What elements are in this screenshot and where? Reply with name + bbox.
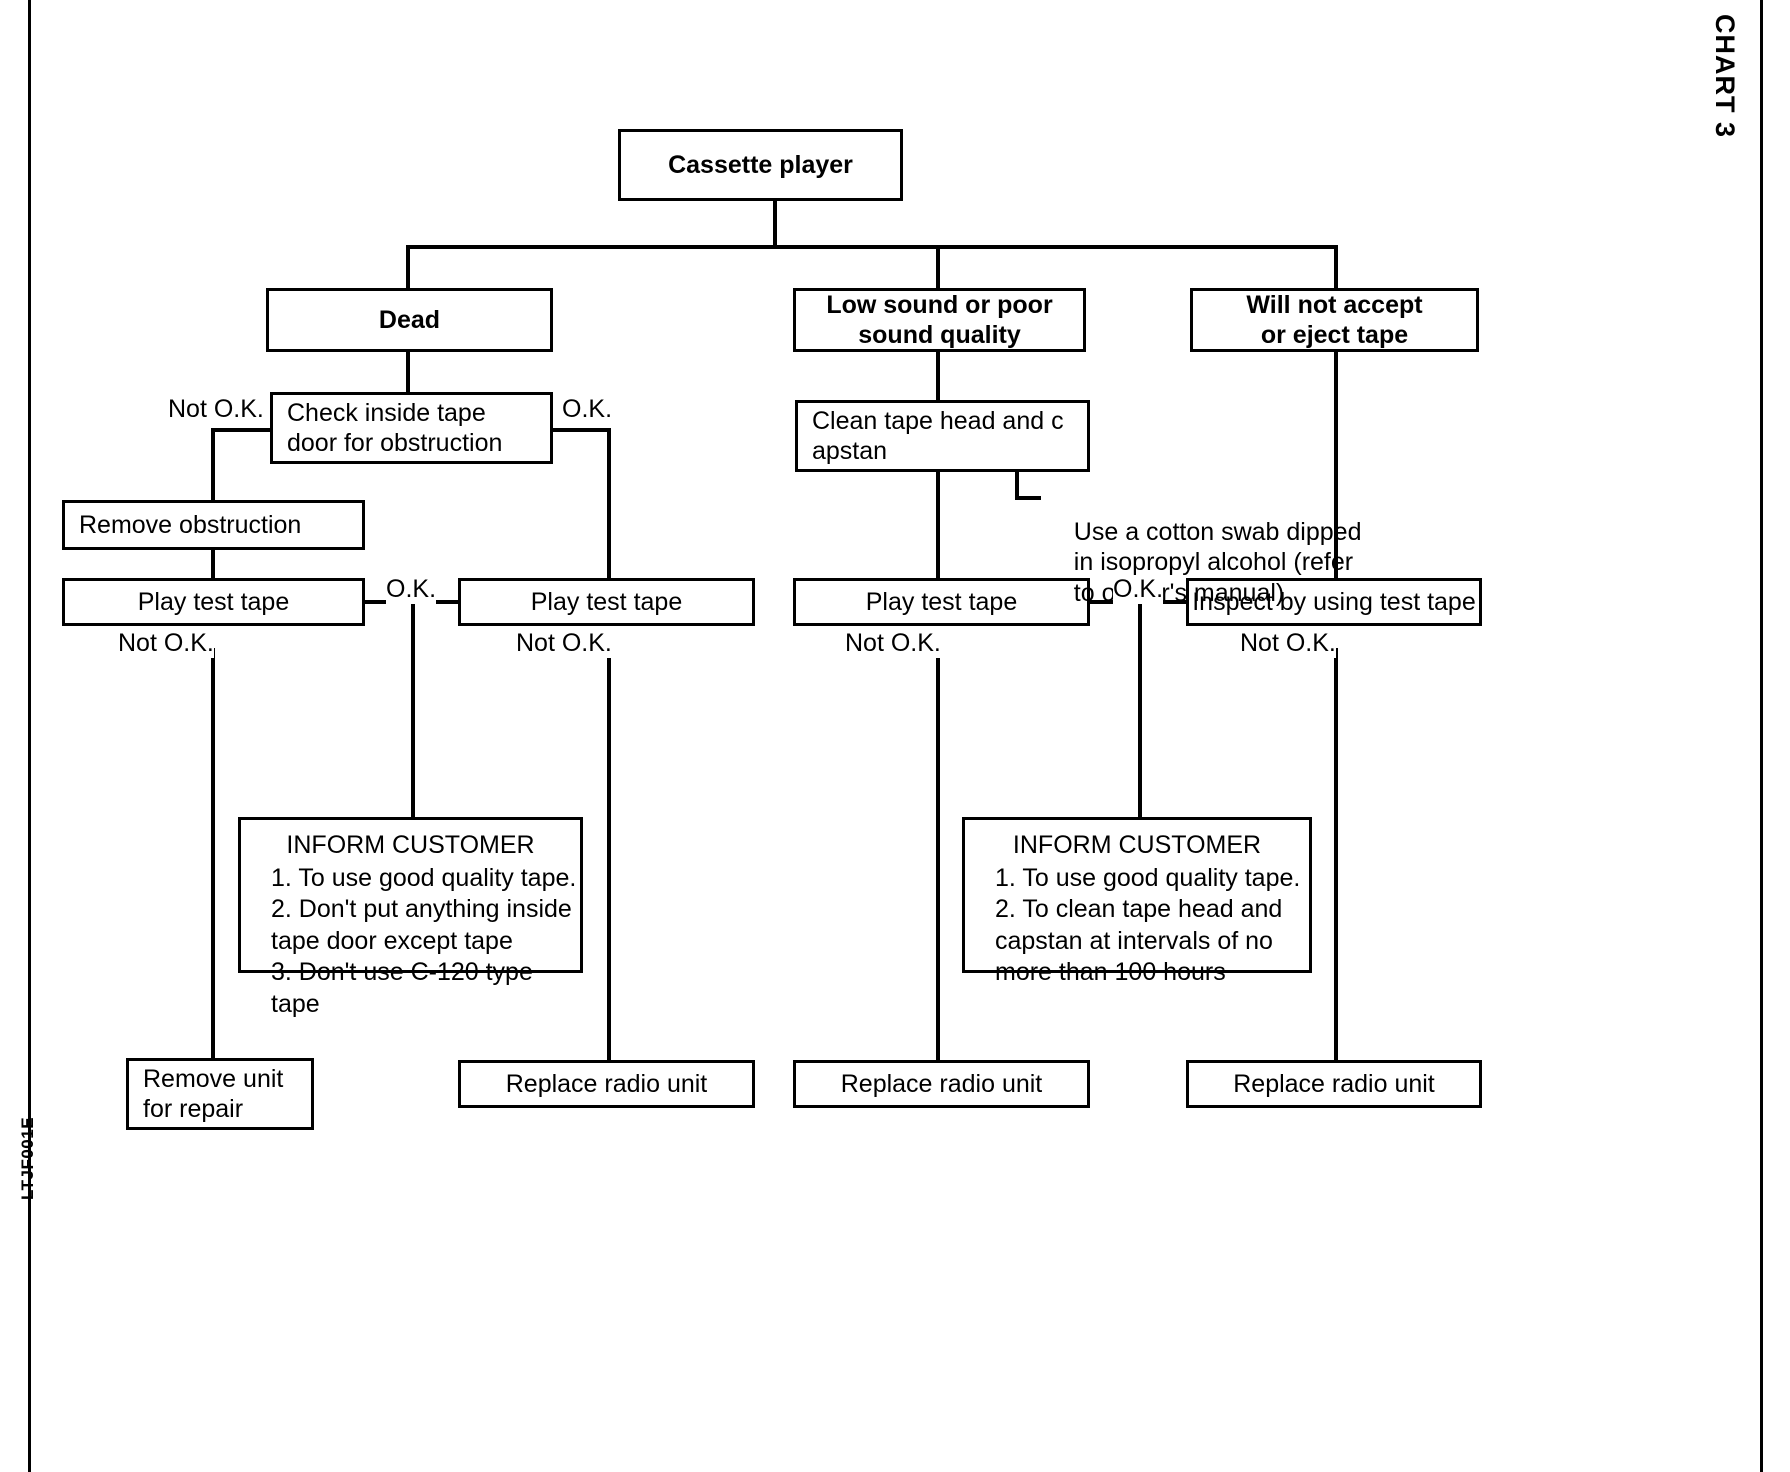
connector-lowsound-to-clean: [936, 352, 940, 402]
connector-playleft-ok-v: [411, 602, 415, 818]
connector-swab-callout-h: [1015, 496, 1041, 500]
node-label-line1: Remove unit: [143, 1065, 284, 1093]
inform-item-2-cont: tape door except tape: [271, 926, 513, 955]
connector-playleft-notok-drop: [211, 648, 215, 1060]
node-label: Remove obstruction: [79, 511, 302, 539]
note-line-2: in isopropyl alcohol (refer: [1073, 548, 1354, 576]
connector-bus-to-dead: [406, 245, 410, 295]
connector-playleft2-notok-drop: [607, 648, 611, 1060]
inform-item-3: 3. Don't use C-120 type tape: [271, 958, 533, 1018]
connector-check-ok-v: [607, 428, 611, 580]
chart-title: CHART 3: [1710, 14, 1740, 139]
node-play-test-tape-mid[interactable]: Play test tape: [793, 578, 1090, 626]
connector-playmid-ok-v: [1138, 602, 1142, 818]
connector-swab-callout-v: [1015, 472, 1019, 500]
node-label: Cassette player: [668, 151, 853, 179]
inform-item-2-cont: capstan at intervals of no: [995, 926, 1273, 955]
node-label-line1: Will not accept: [1246, 291, 1423, 319]
node-inspect-by-using-test-tape[interactable]: Inspect by using test tape: [1186, 578, 1482, 626]
label-not-ok-play-mid: Not O.K.: [845, 629, 941, 658]
node-label-line1: Check inside tape: [287, 399, 486, 427]
node-label-line1: Clean tape head and c: [812, 407, 1064, 435]
inform-item-2: 2. To clean tape head and: [995, 895, 1283, 923]
connector-playmid-notok-drop: [936, 648, 940, 1060]
connector-check-notok-v: [211, 428, 215, 502]
connector-clean-to-play: [936, 472, 940, 580]
label-not-ok-play-left2: Not O.K.: [516, 629, 612, 658]
connector-check-notok-h: [211, 428, 273, 432]
node-label: Dead: [378, 306, 441, 334]
node-label: Play test tape: [530, 588, 683, 616]
node-check-inside-tape-door[interactable]: Check inside tape door for obstruction: [270, 392, 553, 464]
label-ok-check: O.K.: [562, 395, 613, 424]
node-label-line2: sound quality: [858, 321, 1021, 349]
note-line-3: to owner's manual): [1073, 578, 1285, 607]
node-label-line2: or eject tape: [1260, 321, 1409, 349]
label-ok-play-mid: O.K.: [1113, 575, 1164, 604]
node-low-sound[interactable]: Low sound or poor sound quality: [793, 288, 1086, 352]
connector-root-bus: [406, 245, 1338, 249]
node-dead[interactable]: Dead: [266, 288, 553, 352]
inform-header: INFORM CUSTOMER: [286, 831, 535, 859]
label-not-ok-inspect: Not O.K.: [1240, 629, 1336, 658]
node-replace-radio-unit-3[interactable]: Replace radio unit: [1186, 1060, 1482, 1108]
inform-item-1: 1. To use good quality tape.: [995, 863, 1301, 892]
node-label: Play test tape: [865, 588, 1018, 616]
node-play-test-tape-left2[interactable]: Play test tape: [458, 578, 755, 626]
note-cotton-swab: Use a cotton swab dipped in isopropyl al…: [1046, 486, 1362, 639]
inform-item-2-cont2: more than 100 hours: [995, 958, 1226, 986]
node-label-line2: door for obstruction: [287, 429, 503, 457]
label-not-ok-check: Not O.K.: [168, 395, 264, 424]
document-code: LTJF001E: [18, 1116, 37, 1200]
node-label-line2: for repair: [143, 1095, 244, 1123]
inform-item-2: 2. Don't put anything inside: [271, 895, 572, 923]
note-line-1: Use a cotton swab dipped: [1073, 517, 1362, 546]
inform-item-1: 1. To use good quality tape.: [271, 863, 577, 892]
connector-bus-to-eject: [1334, 245, 1338, 295]
node-replace-radio-unit-1[interactable]: Replace radio unit: [458, 1060, 755, 1108]
label-not-ok-play-left: Not O.K.: [118, 629, 214, 658]
connector-remove-to-play: [211, 550, 215, 580]
node-remove-unit-for-repair[interactable]: Remove unit for repair: [126, 1058, 314, 1130]
node-play-test-tape-left[interactable]: Play test tape: [62, 578, 365, 626]
connector-inspect-notok-drop: [1334, 648, 1338, 1060]
node-inform-customer-right[interactable]: INFORM CUSTOMER 1. To use good quality t…: [962, 817, 1312, 986]
frame-right-rule: [1760, 0, 1763, 1472]
node-clean-tape-head[interactable]: Clean tape head and c apstan: [795, 400, 1090, 472]
node-label: Play test tape: [137, 588, 290, 616]
connector-bus-to-lowsound: [936, 245, 940, 295]
node-label: Replace radio unit: [505, 1070, 708, 1098]
node-label-line1: Low sound or poor: [826, 291, 1053, 319]
node-cassette-player[interactable]: Cassette player: [618, 129, 903, 201]
frame-left-rule: [28, 0, 31, 1472]
connector-check-ok-h: [551, 428, 611, 432]
label-ok-play-left: O.K.: [386, 575, 437, 604]
connector-dead-to-check: [406, 352, 410, 394]
node-label: Inspect by using test tape: [1192, 588, 1476, 616]
node-inform-customer-left[interactable]: INFORM CUSTOMER 1. To use good quality t…: [238, 817, 583, 1018]
connector-root-stem: [773, 201, 777, 247]
inform-header: INFORM CUSTOMER: [1012, 831, 1262, 859]
node-remove-obstruction[interactable]: Remove obstruction: [62, 500, 365, 550]
node-label: Replace radio unit: [840, 1070, 1043, 1098]
node-label: Replace radio unit: [1233, 1070, 1435, 1098]
connector-eject-to-inspect: [1334, 352, 1338, 580]
node-label-line2: apstan: [812, 437, 888, 465]
node-replace-radio-unit-2[interactable]: Replace radio unit: [793, 1060, 1090, 1108]
node-will-not-accept[interactable]: Will not accept or eject tape: [1190, 288, 1479, 352]
